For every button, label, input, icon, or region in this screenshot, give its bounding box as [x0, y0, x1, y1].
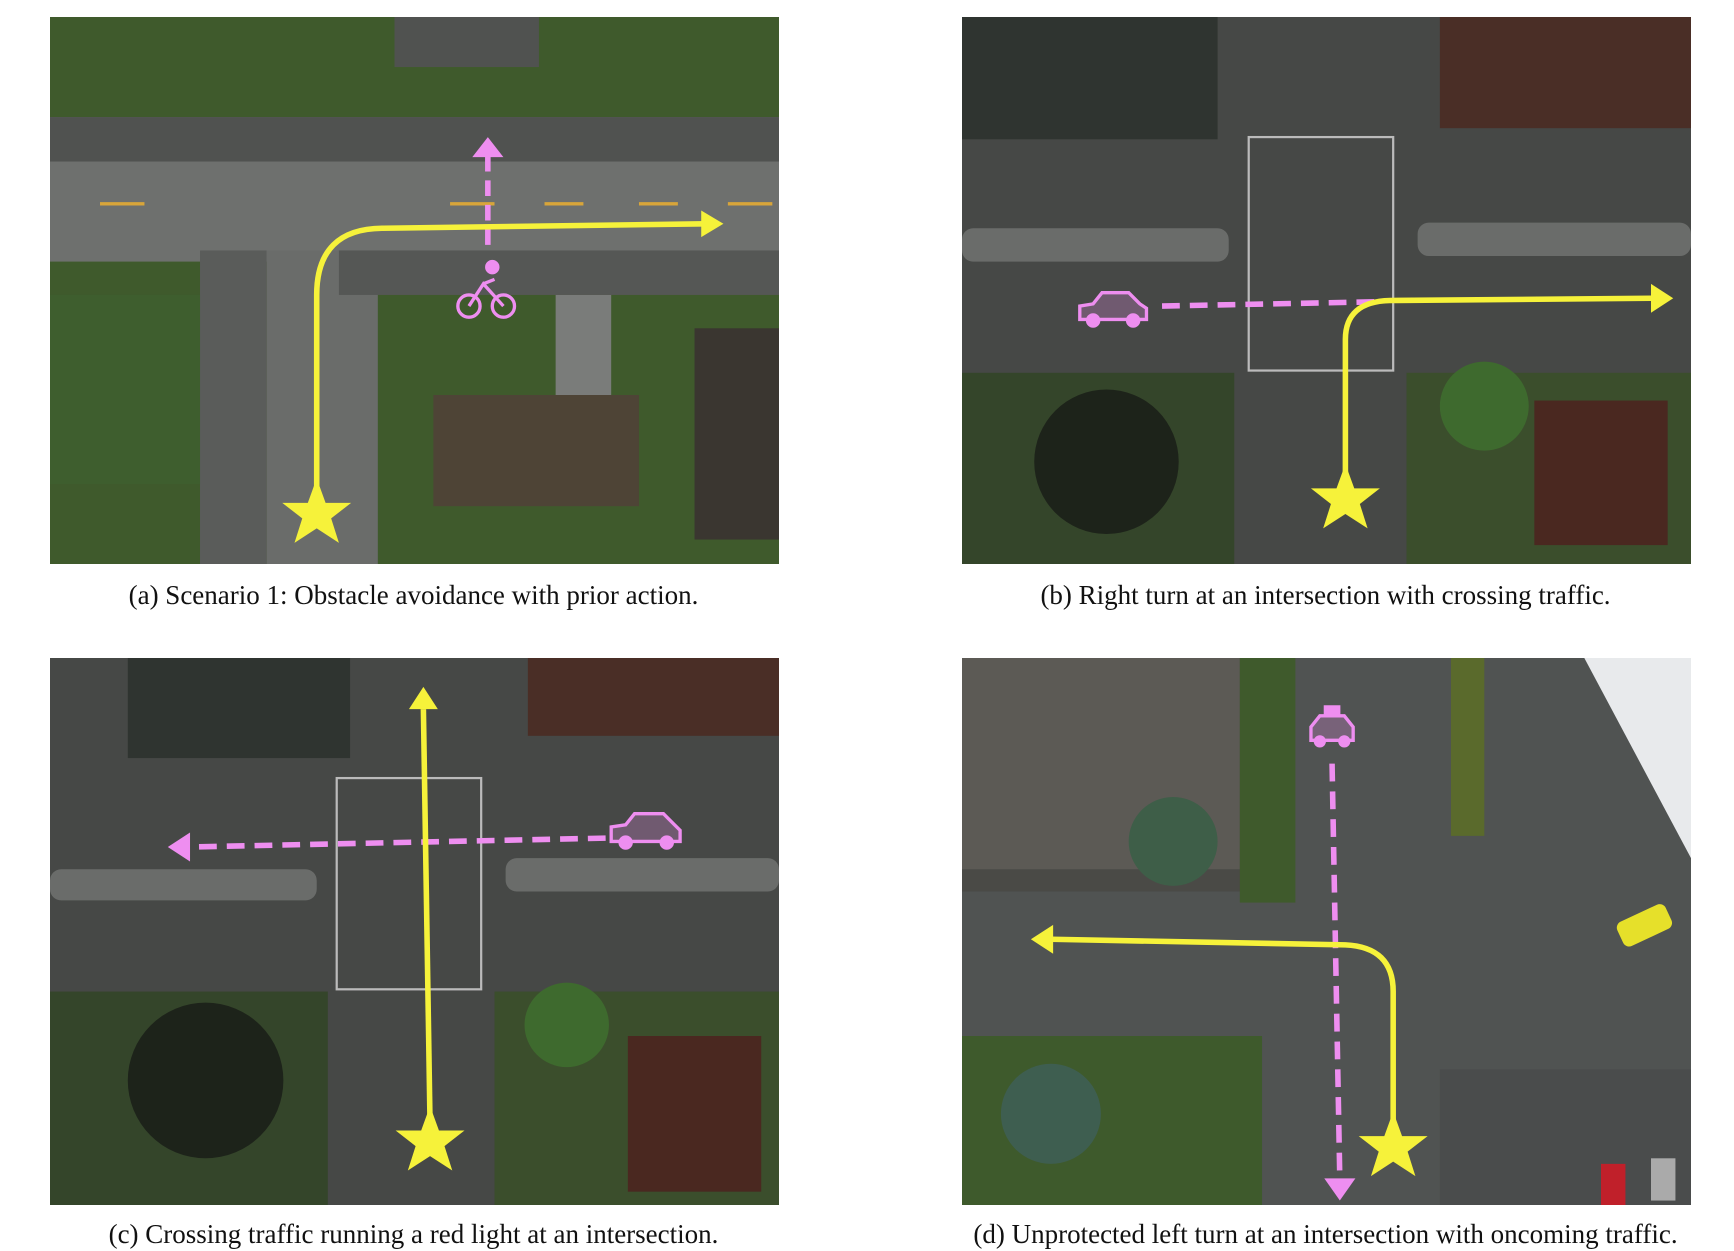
subfigure-d-image [962, 658, 1691, 1205]
caption-b: (b) Right turn at an intersection with c… [1040, 580, 1611, 610]
taxi-icon [1309, 705, 1355, 748]
caption-c: (c) Crossing traffic running a red light… [108, 1219, 719, 1249]
car-icon [1078, 291, 1149, 328]
subfigure-b-image [962, 17, 1691, 564]
car-icon [609, 811, 682, 850]
subfigure-a-image [50, 17, 779, 564]
ego-path [1050, 936, 1396, 1125]
caption-d: (d) Unprotected left turn at an intersec… [973, 1219, 1678, 1249]
star-icon [1358, 1111, 1428, 1177]
star-icon [395, 1106, 465, 1171]
star-icon [1310, 463, 1380, 529]
subfigure-c-image [50, 658, 779, 1205]
caption-a: (a) Scenario 1: Obstacle avoidance with … [128, 580, 699, 610]
ego-path [313, 221, 706, 507]
other-path [188, 835, 606, 850]
ego-path [420, 709, 433, 1125]
ego-path [1342, 295, 1652, 484]
other-path [1329, 763, 1343, 1181]
other-path [1161, 298, 1385, 309]
bicycle-icon [456, 259, 517, 319]
star-icon [282, 478, 352, 543]
